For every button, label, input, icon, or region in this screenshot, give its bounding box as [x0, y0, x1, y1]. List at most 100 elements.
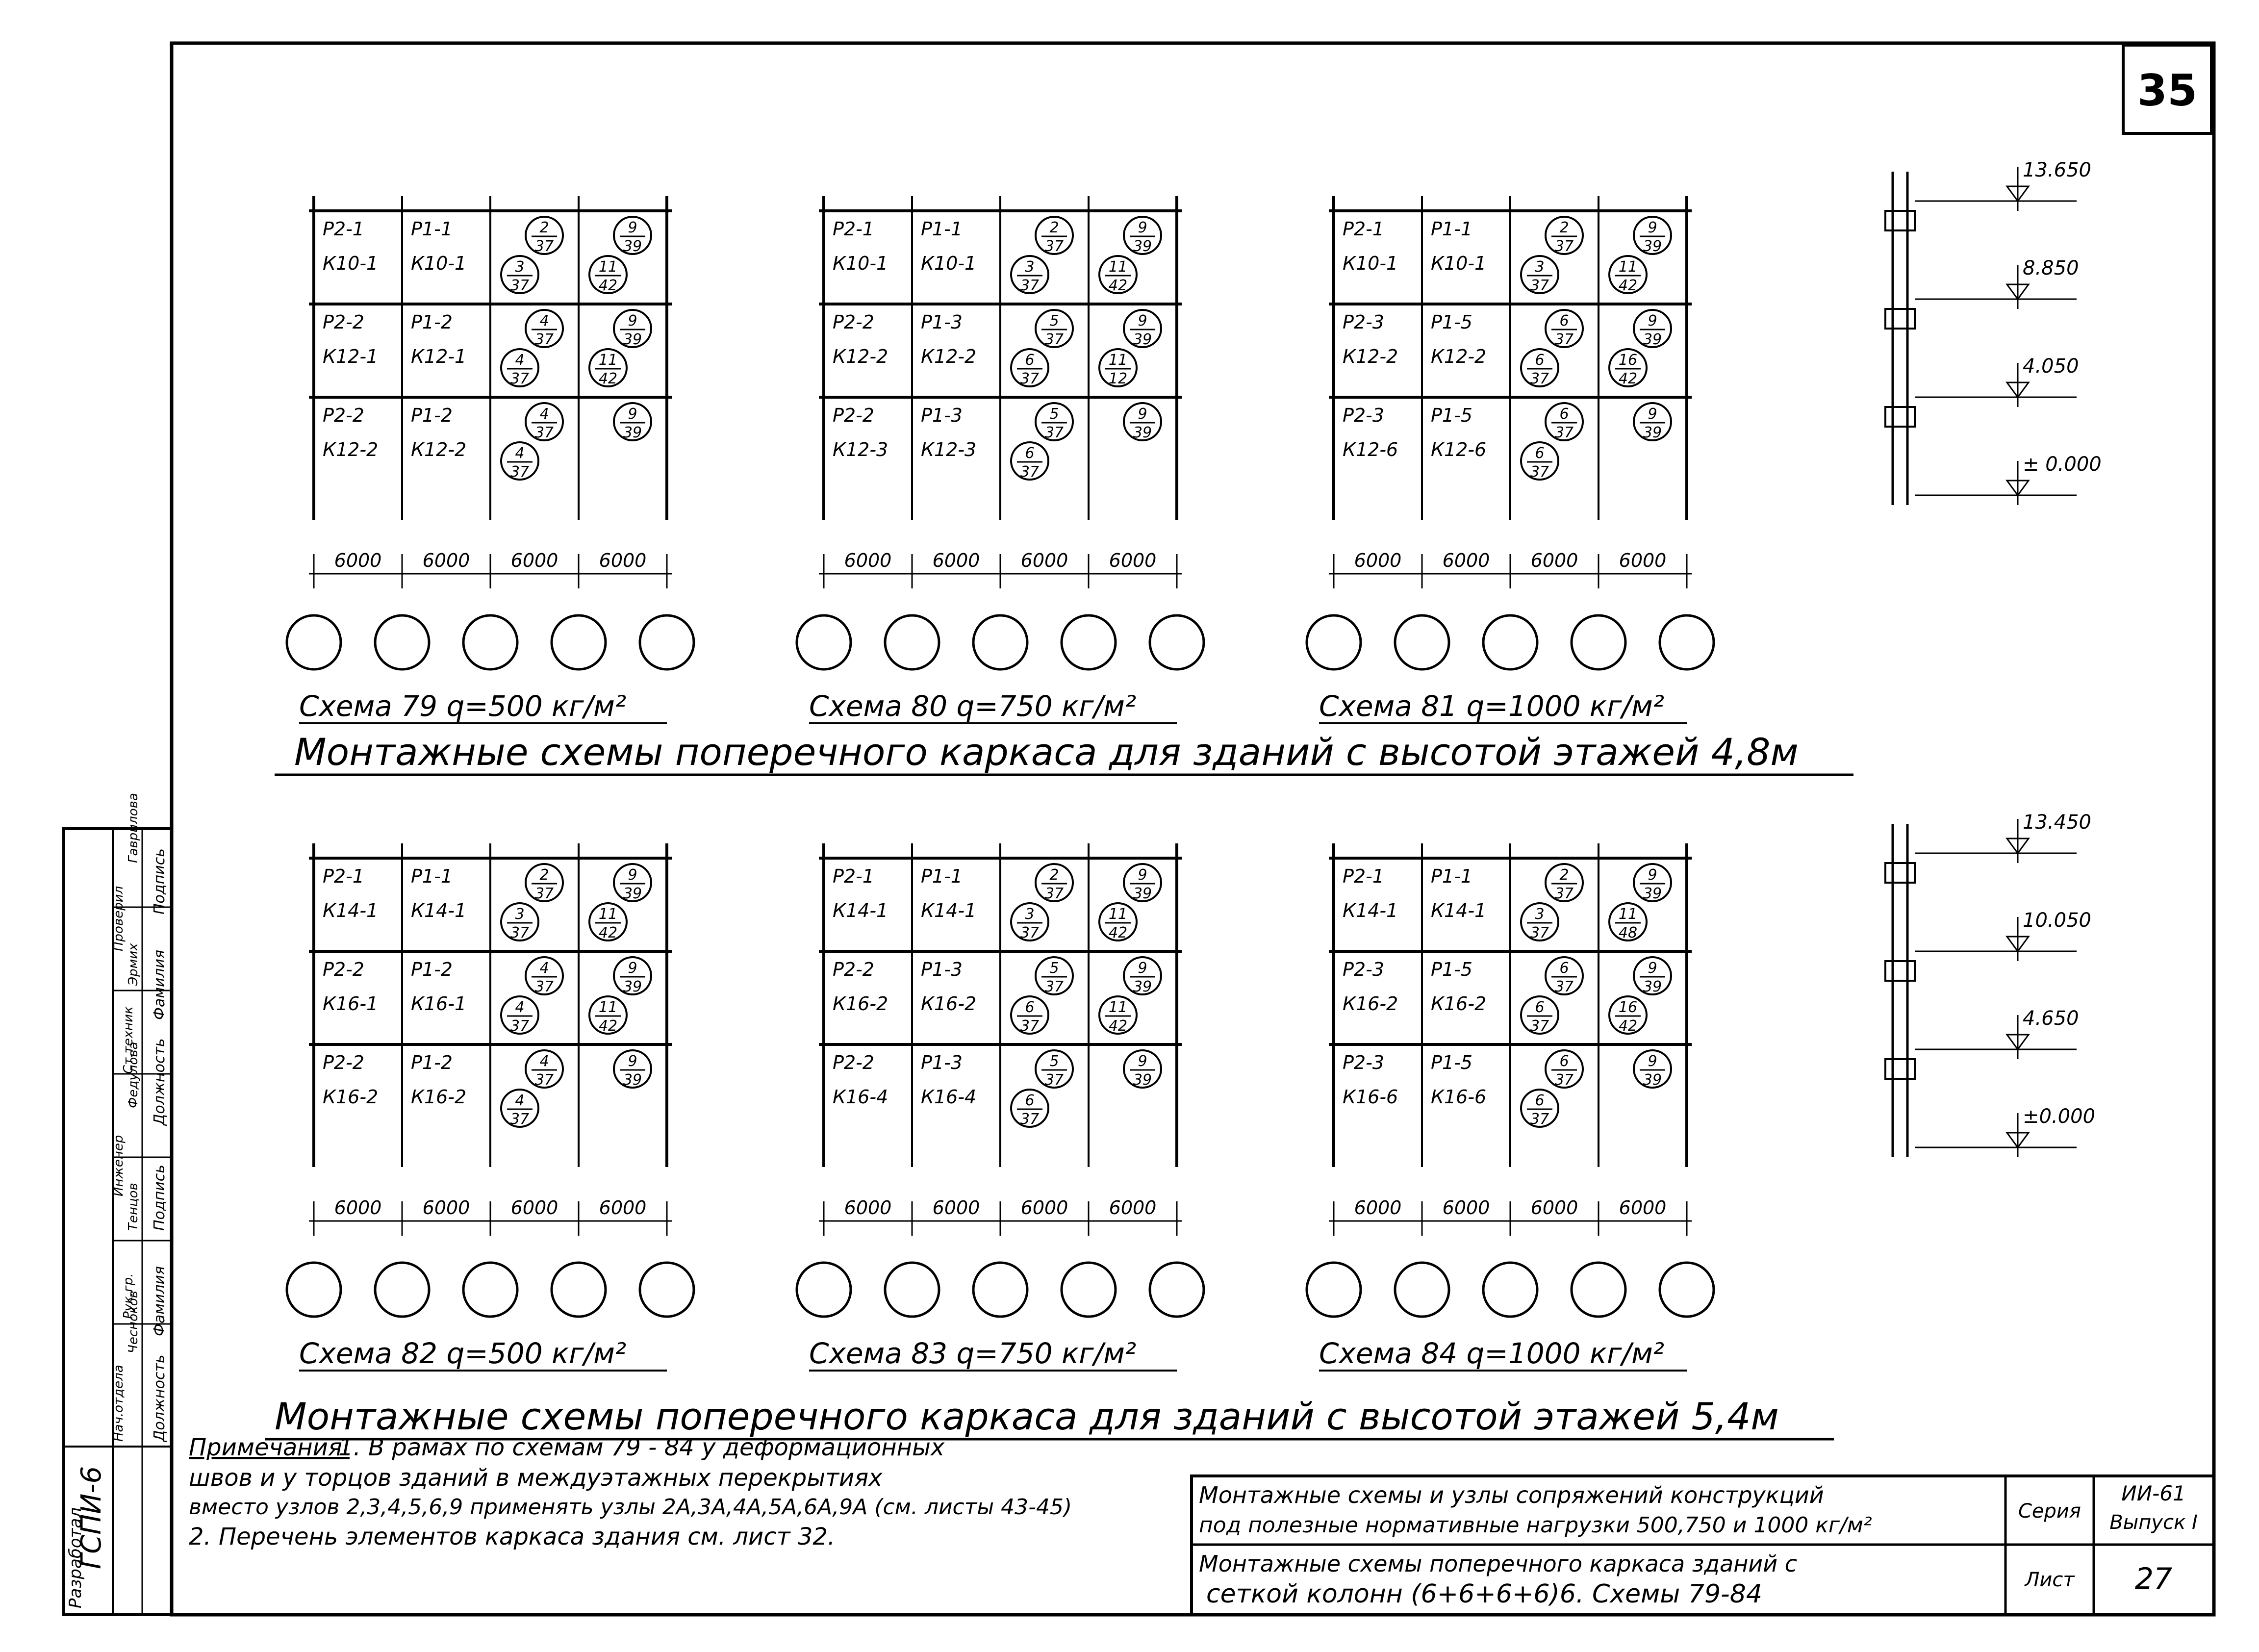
node-mark-top: 4: [515, 445, 524, 462]
column-label: К16-4: [921, 1086, 976, 1108]
axis-marker: [638, 614, 695, 671]
node-mark-top: 6: [1535, 1092, 1544, 1109]
node-mark-top: 11: [599, 999, 617, 1016]
node-mark-top: 9: [1138, 219, 1147, 236]
stamp-position: Ст.техник: [121, 1006, 136, 1074]
span-dimension: 6000: [511, 550, 558, 571]
side-stamp: ГСПИ-6 Разработал ДолжностьФамилияПодпис…: [62, 793, 173, 1616]
node-mark-top: 6: [1559, 960, 1569, 977]
stamp-name: Чесноков: [126, 1291, 141, 1353]
notes-line4: 2. Перечень элементов каркаса здания см.…: [189, 1523, 835, 1550]
column-label: К16-2: [1343, 993, 1398, 1015]
crossbar-label: Р2-3: [1343, 959, 1384, 980]
elevation-label: ± 0.000: [2023, 453, 2102, 476]
column-label: К10-1: [1343, 253, 1398, 274]
node-mark-circle: [1010, 441, 1049, 481]
node-mark-top: 4: [539, 312, 549, 330]
axis-marker: [1658, 614, 1715, 671]
node-mark-circle: [1608, 995, 1648, 1035]
crossbar-label: Р2-2: [323, 311, 364, 333]
node-mark-circle: [1520, 902, 1559, 941]
axis-marker: [374, 614, 431, 671]
stamp-header: Фамилия: [151, 1266, 168, 1336]
crossbar-label: Р2-1: [833, 218, 874, 240]
node-mark-circle: [1633, 863, 1672, 902]
node-mark-circle: [500, 255, 539, 294]
stamp-name: Эрмих: [126, 943, 141, 986]
node-mark-top: 9: [628, 1053, 637, 1070]
stamp-developed: Разработал: [66, 1507, 85, 1608]
node-mark-top: 6: [1535, 445, 1544, 462]
crossbar-label: Р2-3: [1343, 1052, 1384, 1073]
span-dimension: 6000: [1619, 550, 1667, 571]
column-joint: [1884, 862, 1916, 884]
stamp-header: Подпись: [151, 848, 168, 915]
node-mark-bottom: 37: [510, 370, 529, 387]
column-label: К16-2: [323, 1086, 378, 1108]
node-mark-circle: [1035, 863, 1074, 902]
node-mark-circle: [1035, 216, 1074, 255]
node-mark-top: 3: [1535, 906, 1544, 923]
span-dimension: 6000: [1354, 1197, 1402, 1219]
stamp-position: Инженер: [111, 1135, 126, 1196]
column-label: К12-1: [323, 346, 378, 367]
node-mark-bottom: 37: [1020, 924, 1039, 941]
node-mark-bottom: 39: [623, 238, 642, 255]
node-mark-top: 2: [1049, 866, 1059, 884]
node-mark-bottom: 39: [1643, 978, 1662, 995]
node-mark-bottom: 39: [1643, 238, 1662, 255]
node-mark-circle: [1010, 255, 1049, 294]
crossbar-label: Р2-2: [323, 405, 364, 426]
node-mark-top: 11: [1109, 906, 1127, 923]
axis-marker: [1060, 614, 1117, 671]
stamp-position: Рук.гр.: [121, 1273, 136, 1319]
node-mark-bottom: 37: [510, 463, 529, 481]
node-mark-top: 11: [1109, 258, 1127, 276]
span-dimension: 6000: [1109, 550, 1157, 571]
crossbar-label: Р1-5: [1431, 405, 1472, 426]
axis-marker: [795, 1261, 852, 1318]
crossbar-label: Р1-2: [411, 311, 453, 333]
node-mark-bottom: 42: [599, 277, 617, 294]
series-label: Серия: [2018, 1500, 2081, 1523]
node-mark-circle: [1520, 348, 1559, 387]
notes-line3: вместо узлов 2,3,4,5,6,9 применять узлы …: [189, 1495, 1072, 1520]
node-mark-bottom: 37: [510, 1111, 529, 1128]
crossbar-label: Р1-3: [921, 1052, 963, 1073]
node-mark-bottom: 37: [1020, 1111, 1039, 1128]
crossbar-label: Р1-3: [921, 959, 963, 980]
node-mark-top: 5: [1049, 406, 1059, 423]
column-label: К12-6: [1431, 439, 1486, 460]
node-mark-circle: [1098, 255, 1138, 294]
node-mark-top: 6: [1535, 352, 1544, 369]
column-label: К12-2: [411, 439, 466, 460]
node-mark-circle: [1633, 216, 1672, 255]
notes: Примечания. 1. В рамах по схемам 79 - 84…: [189, 1434, 1072, 1550]
crossbar-label: Р1-3: [921, 311, 963, 333]
node-mark-bottom: 37: [1555, 331, 1574, 348]
node-mark-bottom: 37: [1555, 424, 1574, 441]
axis-marker: [1305, 614, 1362, 671]
column-label: К14-1: [1343, 900, 1398, 921]
node-mark-top: 2: [1049, 219, 1059, 236]
node-mark-bottom: 39: [623, 885, 642, 902]
node-mark-bottom: 42: [599, 1017, 617, 1035]
node-mark-circle: [1520, 1089, 1559, 1128]
node-mark-top: 4: [515, 1092, 524, 1109]
elevation-label: ±0.000: [2023, 1105, 2095, 1128]
column-label: К14-1: [323, 900, 378, 921]
node-mark-top: 6: [1025, 445, 1034, 462]
node-mark-bottom: 37: [1045, 978, 1064, 995]
node-mark-circle: [1098, 348, 1138, 387]
node-mark-top: 2: [1559, 866, 1569, 884]
column-joint: [1884, 960, 1916, 982]
node-mark-circle: [1520, 995, 1559, 1035]
node-mark-top: 5: [1049, 1053, 1059, 1070]
axis-marker: [1305, 1261, 1362, 1318]
upper-schemes: Р2-1К10-1Р1-1К10-12373379391142Р2-2К12-1…: [285, 196, 1715, 724]
column-label: К16-2: [921, 993, 976, 1015]
column-label: К10-1: [323, 253, 378, 274]
